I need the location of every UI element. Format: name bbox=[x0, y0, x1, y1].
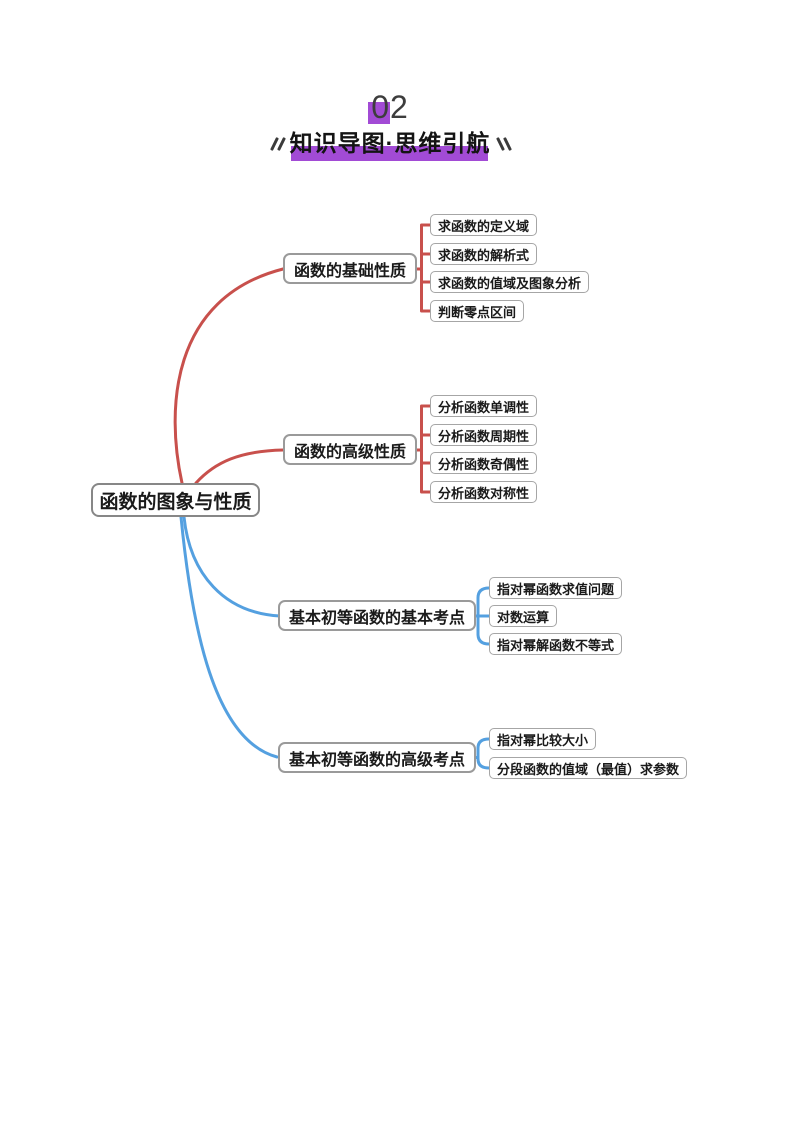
leaf-node: 分析函数单调性 bbox=[430, 395, 538, 417]
leaf-node: 求函数的值域及图象分析 bbox=[430, 271, 590, 293]
root-curve-branch-1 bbox=[173, 267, 285, 485]
leaf-node: 对数运算 bbox=[489, 605, 558, 627]
root-curve-branch-4 bbox=[179, 515, 279, 759]
leaf-node: 判断零点区间 bbox=[430, 300, 525, 322]
leaf-node: 分段函数的值域（最值）求参数 bbox=[489, 757, 688, 779]
branch-node-advanced-exam-points: 基本初等函数的高级考点 bbox=[278, 742, 477, 773]
leaf-node: 指对幂解函数不等式 bbox=[489, 633, 623, 655]
branch-node-basic-exam-points: 基本初等函数的基本考点 bbox=[278, 600, 477, 631]
leaf-node: 指对幂函数求值问题 bbox=[489, 577, 623, 599]
section-number-accent-square bbox=[368, 102, 390, 124]
section-title: 知识导图·思维引航 bbox=[289, 130, 491, 156]
leaf-node: 求函数的解析式 bbox=[430, 243, 538, 265]
root-curve-branch-2 bbox=[194, 448, 285, 485]
leaf-node: 分析函数对称性 bbox=[430, 481, 538, 503]
root-curve-branch-3 bbox=[182, 515, 282, 618]
branch-node-advanced-properties: 函数的高级性质 bbox=[283, 434, 418, 465]
section-title-highlight-bar bbox=[291, 146, 488, 161]
branch-node-basic-properties: 函数的基础性质 bbox=[283, 253, 418, 284]
leaf-node: 分析函数奇偶性 bbox=[430, 452, 538, 474]
leaf-node: 求函数的定义域 bbox=[430, 214, 538, 236]
section-number: 02 bbox=[371, 89, 409, 125]
root-node: 函数的图象与性质 bbox=[91, 483, 260, 517]
leaf-node: 指对幂比较大小 bbox=[489, 728, 597, 750]
leaf-node: 分析函数周期性 bbox=[430, 424, 538, 446]
